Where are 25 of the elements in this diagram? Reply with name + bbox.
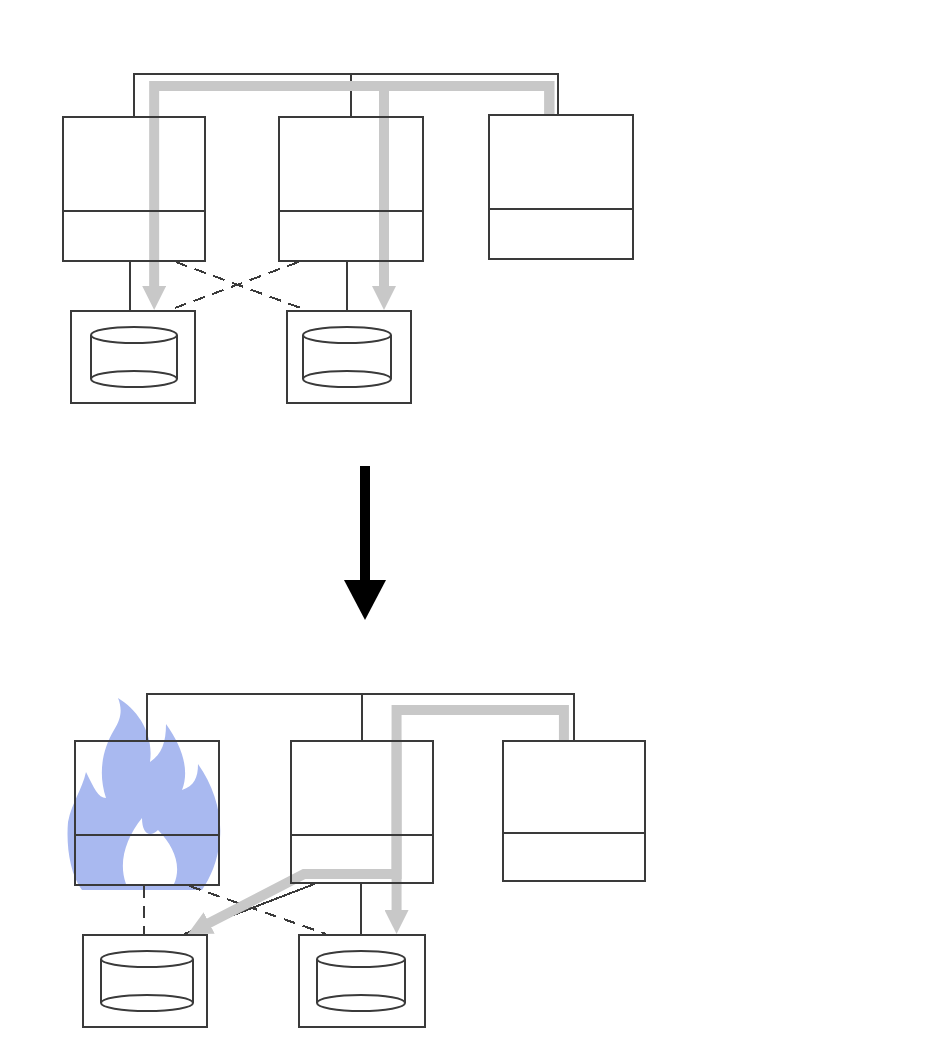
connector-line xyxy=(128,261,131,311)
server-box xyxy=(74,740,220,886)
storage-box xyxy=(286,310,412,404)
flow-line xyxy=(391,705,569,740)
server-box xyxy=(278,116,424,262)
database-cylinder xyxy=(316,950,406,1012)
server-box xyxy=(502,740,646,882)
flame-icon xyxy=(66,698,222,892)
connector-line xyxy=(361,693,575,741)
server-box xyxy=(290,740,434,884)
storage-box xyxy=(298,934,426,1028)
flow-line xyxy=(379,81,555,116)
storage-box xyxy=(82,934,208,1028)
dashed-line xyxy=(143,885,146,935)
connector-line xyxy=(359,883,362,935)
connector-line xyxy=(350,73,560,117)
database-cylinder xyxy=(302,326,392,388)
storage-box xyxy=(70,310,196,404)
connector-line xyxy=(133,73,352,117)
database-cylinder xyxy=(90,326,178,388)
connector-line xyxy=(345,261,348,311)
connector-line xyxy=(146,693,363,741)
server-box xyxy=(488,114,634,260)
server-box xyxy=(62,116,206,262)
database-cylinder xyxy=(100,950,194,1012)
